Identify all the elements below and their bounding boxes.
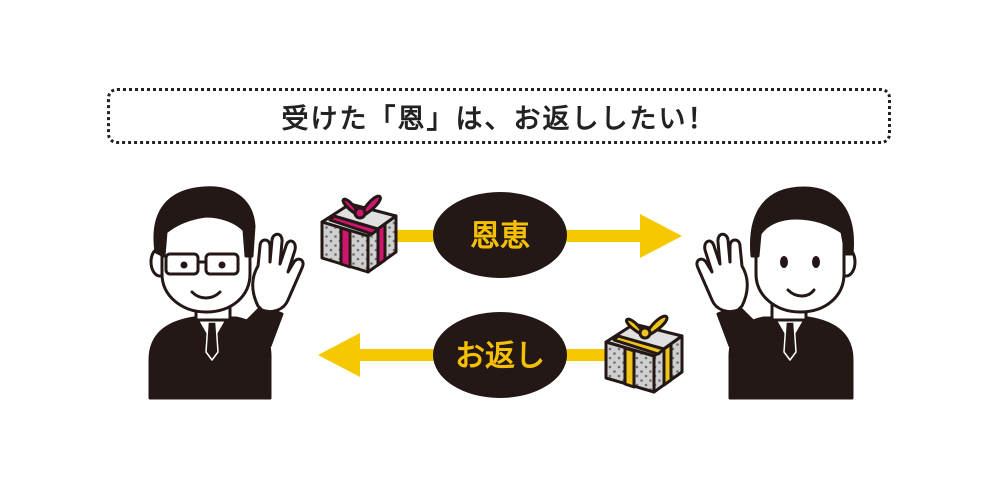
gift-box-yellow-ribbon-icon xyxy=(604,314,684,394)
top-flow-pill: 恩恵 xyxy=(433,192,567,278)
bottom-flow-pill: お返し xyxy=(433,312,567,398)
man-with-glasses-waving-icon xyxy=(148,186,305,400)
bottom-flow-label: お返し xyxy=(455,339,545,374)
caption-text: 受けた「恩」は、お返ししたい！ xyxy=(281,103,717,135)
caption-box: 受けた「恩」は、お返ししたい！ xyxy=(107,88,891,144)
top-flow-label: 恩恵 xyxy=(470,219,530,254)
man-waving-icon xyxy=(695,186,857,400)
gift-box-pink-ribbon-icon xyxy=(320,194,398,274)
